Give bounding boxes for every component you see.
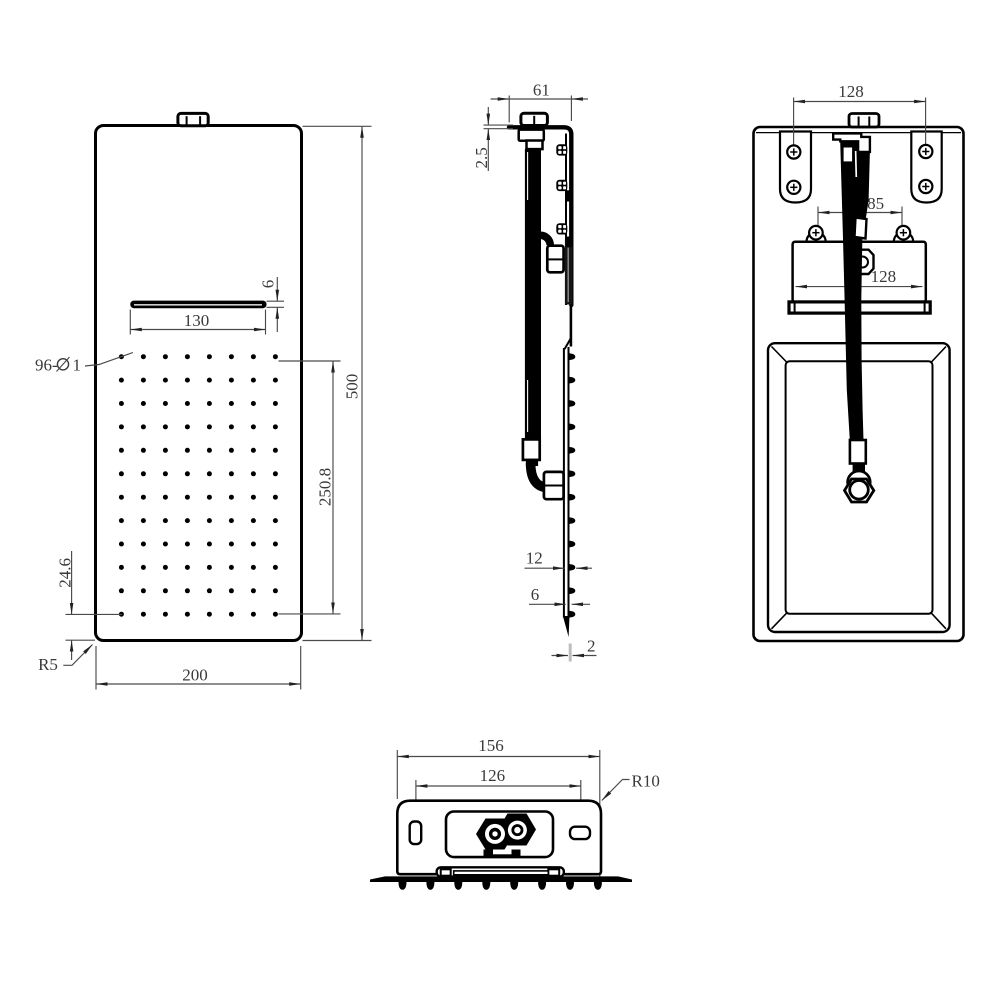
svg-text:500: 500: [343, 374, 362, 400]
svg-text:1: 1: [73, 356, 82, 375]
svg-text:12: 12: [526, 549, 543, 568]
svg-text:2: 2: [587, 637, 596, 656]
svg-text:2.5: 2.5: [472, 147, 491, 168]
svg-text:85: 85: [867, 194, 884, 213]
svg-text:200: 200: [182, 666, 208, 685]
svg-text:24.6: 24.6: [55, 558, 74, 588]
svg-text:6: 6: [259, 280, 278, 289]
svg-text:R5: R5: [38, 655, 58, 674]
svg-text:250.8: 250.8: [316, 468, 335, 506]
svg-text:96-: 96-: [35, 356, 58, 375]
svg-text:126: 126: [480, 766, 506, 785]
svg-text:130: 130: [184, 311, 210, 330]
svg-text:156: 156: [478, 736, 504, 755]
svg-text:61: 61: [533, 80, 550, 99]
svg-text:6: 6: [531, 585, 540, 604]
svg-text:128: 128: [838, 82, 864, 101]
svg-text:R10: R10: [632, 772, 660, 791]
svg-text:128: 128: [871, 267, 897, 286]
